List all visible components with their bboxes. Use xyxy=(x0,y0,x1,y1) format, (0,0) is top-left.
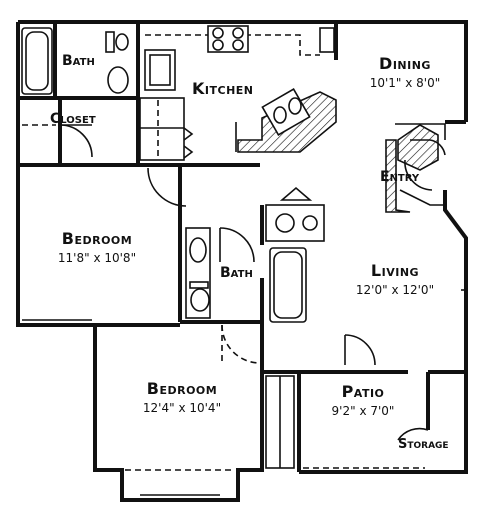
patio-dimensions: 9'2" x 7'0" xyxy=(331,403,395,418)
living-doors xyxy=(265,334,429,469)
dining-dimensions: 10'1" x 8'0" xyxy=(369,75,441,90)
exterior-walls xyxy=(16,20,468,502)
bath-middle-label: Bath xyxy=(220,265,253,281)
bedroom-1-label: Bedroom 11'8" x 10'8" xyxy=(32,230,162,265)
middle-bath-fixtures xyxy=(185,186,325,323)
living-dimensions: 12'0" x 12'0" xyxy=(355,282,435,297)
interior-walls xyxy=(18,22,466,472)
bedroom-2-name: Bedroom xyxy=(146,379,218,398)
bedroom-1-door xyxy=(147,167,187,207)
patio-name: Patio xyxy=(341,382,385,401)
kitchen-label: Kitchen xyxy=(192,79,254,98)
dining-label: Dining 10'1" x 8'0" xyxy=(350,55,460,90)
kitchen-counters xyxy=(144,25,337,153)
bedroom-1-dimensions: 11'8" x 10'8" xyxy=(57,250,137,265)
top-bath-fixtures xyxy=(21,27,129,95)
storage-label: Storage xyxy=(398,437,449,452)
entry-label: Entry xyxy=(380,169,420,185)
bath-top-label: Bath xyxy=(62,53,95,69)
closet-shelving xyxy=(22,124,93,158)
closet-label: Closet xyxy=(50,111,96,127)
bedroom-1-name: Bedroom xyxy=(61,229,133,248)
dining-name: Dining xyxy=(379,54,431,73)
bedroom-2-dimensions: 12'4" x 10'4" xyxy=(142,400,222,415)
entry-fixtures xyxy=(385,123,446,213)
living-label: Living 12'0" x 12'0" xyxy=(330,262,460,297)
linen-shelves xyxy=(139,97,194,161)
bedroom-2-label: Bedroom 12'4" x 10'4" xyxy=(112,380,252,415)
windows xyxy=(22,289,466,496)
patio-label: Patio 9'2" x 7'0" xyxy=(308,383,418,418)
living-name: Living xyxy=(370,261,420,280)
hall-closet xyxy=(221,324,261,364)
